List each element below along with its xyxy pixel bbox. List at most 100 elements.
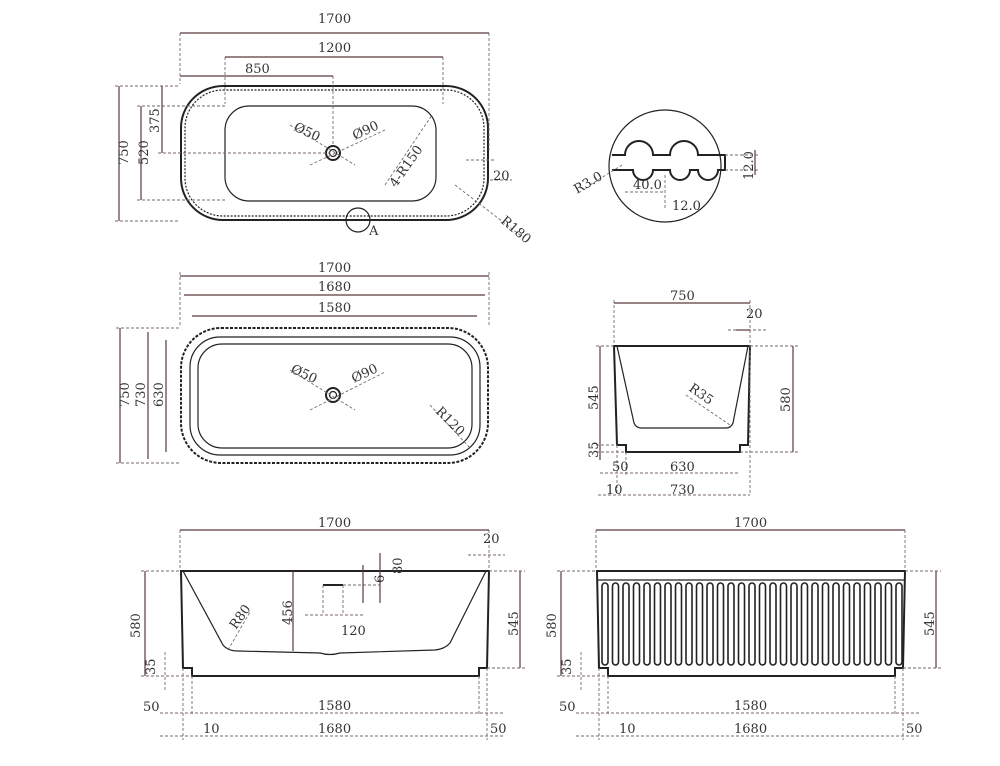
flute [769,582,777,666]
flute [706,582,714,666]
dim-overflow-b: 6 [373,575,388,583]
flute [779,582,788,666]
top-view-1: 1700 1200 850 750 520 375 Ø50 Ø90 4-R150… [115,12,534,247]
drain-outer [325,387,341,403]
front-exterior: 1700 580 545 35 50 1580 10 1680 50 [545,516,941,740]
dim-basin-length: 1200 [318,41,351,56]
flute [664,582,672,666]
dim-rim-width: 730 [134,382,149,407]
end-inner-profile [616,345,749,429]
detail-marker-label: A [368,224,379,239]
flute [727,582,735,666]
flute [643,582,651,666]
dim-inset-left: 50 [143,700,160,715]
flute [748,582,756,666]
dim-inset-right: 50 [906,722,923,737]
flute [737,582,746,666]
dim-outer-radius: R180 [497,214,533,248]
top-view-2: 1700 1680 1580 750 730 630 Ø50 Ø90 R120 [116,261,490,464]
detail-a: R3.0 40.0 12.0 12.0 [572,109,760,223]
flute [853,582,861,666]
dim-rim-length: 1680 [318,280,351,295]
dim-base-length: 1580 [734,699,767,714]
dim-height: 580 [545,613,560,638]
dim-overall-length: 1700 [318,12,351,27]
dim-wall: 20 [746,307,763,322]
detail-flute-width: 40.0 [633,178,662,193]
detail-flute-depth: 12.0 [672,199,701,214]
dim-overall-length: 1700 [318,261,351,276]
dim-inner-depth: 545 [923,611,938,636]
dim-width: 750 [670,289,695,304]
dim-plinth: 35 [587,441,602,458]
dim-height: 580 [779,387,794,412]
flute [884,582,893,666]
flute [895,582,903,666]
dim-plinth-width: 730 [670,483,695,498]
dim-radius: R80 [227,602,254,632]
front-section: 1700 20 80 6 456 120 R80 580 545 35 50 1… [129,516,525,740]
basin-outline [224,105,437,202]
dim-overall-width: 750 [118,382,133,407]
flute [832,582,840,666]
end-profile [612,345,752,453]
dim-inner-depth: 545 [507,611,522,636]
dim-plinth: 35 [144,658,159,675]
dim-inset-right: 50 [490,722,507,737]
rim-outline [189,336,481,456]
flute [821,582,830,666]
flute-profile [612,140,726,181]
dim-drain-large: Ø90 [349,362,380,387]
flute [685,582,693,666]
flute [842,582,851,666]
dim-offset: 10 [619,722,636,737]
dim-inner-radius: 4-R150 [387,143,426,190]
dim-base-length: 1580 [318,699,351,714]
dim-corner-radius: R120 [432,404,467,439]
flute [601,582,609,666]
flutes [601,582,903,666]
dim-basin-width: 520 [137,140,152,165]
flute [758,582,767,666]
section-inner-profile [182,570,487,656]
flute [653,582,662,666]
dim-wall: 20 [493,169,510,184]
detail-height: 12.0 [742,151,757,180]
dim-inner-length: 1580 [318,301,351,316]
dim-depth: 456 [281,600,296,625]
dim-drain-small: Ø50 [288,362,319,387]
dim-offset: 10 [203,722,220,737]
dim-length: 1700 [734,516,767,531]
flute [811,582,819,666]
dim-height: 580 [129,613,144,638]
dim-overflow-a: 80 [391,557,406,574]
flute [695,582,704,666]
dim-drain-small: Ø50 [291,120,322,145]
flute [674,582,683,666]
dim-drain-offset-y: 375 [148,108,163,133]
dim-overflow-width: 120 [341,624,366,639]
flute [874,582,882,666]
dim-length: 1700 [318,516,351,531]
dim-drain-large: Ø90 [350,119,381,144]
detail-marker-circle [345,207,371,233]
dim-inset-left: 50 [559,700,576,715]
detail-radius: R3.0 [572,169,606,197]
dim-base-width: 630 [670,460,695,475]
end-view: 750 20 545 580 R35 35 50 630 10 730 [587,289,798,498]
flute [863,582,872,666]
flute [716,582,725,666]
flute [622,582,630,666]
dim-plinth-length: 1680 [734,722,767,737]
flute [800,582,809,666]
detail-circle [608,109,722,223]
dim-drain-offset: 850 [245,62,270,77]
flute [790,582,798,666]
dim-inner-width: 630 [152,382,167,407]
fluted-outer-rim [180,327,489,464]
dim-offset: 10 [606,483,623,498]
flute [632,582,641,666]
dim-inner-depth: 545 [587,385,602,410]
basin-outline [197,343,473,449]
